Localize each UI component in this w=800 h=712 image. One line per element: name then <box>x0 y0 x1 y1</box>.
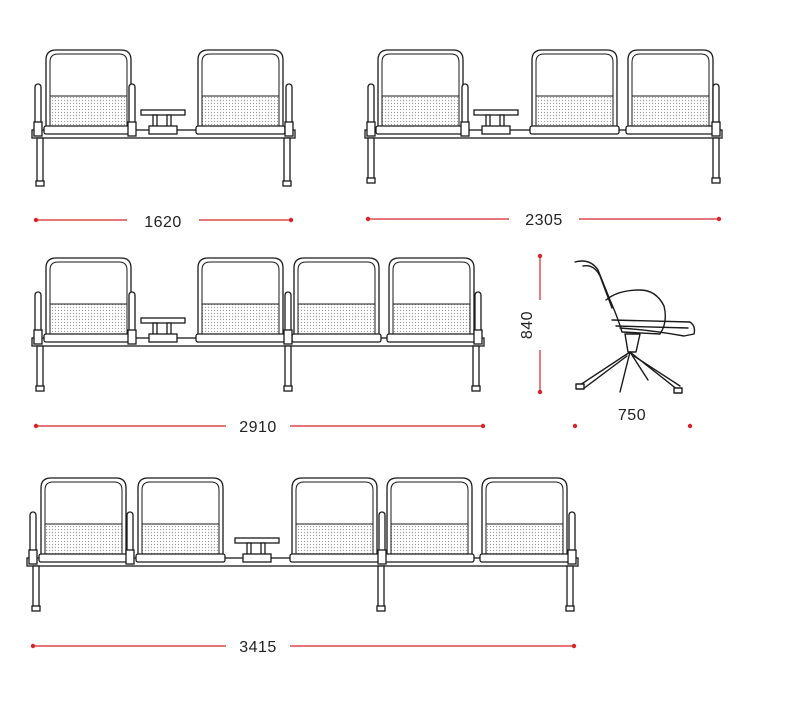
chair-frame <box>574 260 667 335</box>
dimension-line-1620 <box>33 217 294 223</box>
bench-3-seat <box>364 49 723 184</box>
seat <box>291 257 382 347</box>
seat <box>479 477 570 567</box>
seat <box>384 477 475 567</box>
armrest <box>127 291 137 345</box>
armrest <box>366 83 376 137</box>
dimension-840: 840 <box>519 311 536 339</box>
armrest <box>127 83 137 137</box>
bench-4-seat <box>31 257 485 392</box>
chair-base <box>579 351 679 393</box>
dimension-line-2305 <box>365 216 722 222</box>
seat <box>289 477 380 567</box>
dimension-line-750 <box>572 423 693 429</box>
side-table <box>234 537 280 563</box>
armrest <box>33 83 43 137</box>
seat <box>38 477 129 567</box>
dimension-2305: 2305 <box>525 212 563 229</box>
seat <box>386 257 477 347</box>
armrest <box>377 511 387 565</box>
seat <box>43 49 134 139</box>
armrest <box>567 511 577 565</box>
leg <box>376 565 386 612</box>
seat <box>43 257 134 347</box>
leg <box>471 345 481 392</box>
dimension-line-2910 <box>33 423 486 429</box>
side-table <box>140 317 186 343</box>
seat <box>375 49 466 139</box>
seat <box>195 49 286 139</box>
armrest <box>125 511 135 565</box>
seat <box>195 257 286 347</box>
dimension-line-3415 <box>30 643 577 649</box>
armrest <box>33 291 43 345</box>
chair-column <box>624 333 641 353</box>
seat <box>529 49 620 139</box>
leg <box>35 137 45 187</box>
leg <box>366 137 376 184</box>
seat <box>135 477 226 567</box>
dimension-lines <box>30 216 722 649</box>
dimension-750: 750 <box>618 407 646 424</box>
armrest <box>283 291 293 345</box>
side-view-chair <box>574 260 696 394</box>
bench-5-seat <box>26 477 579 612</box>
dimension-3415: 3415 <box>239 639 277 656</box>
armrest <box>28 511 38 565</box>
leg <box>565 565 575 612</box>
leg <box>711 137 721 184</box>
dimension-line-840 <box>537 253 543 395</box>
leg <box>282 137 292 187</box>
bench-2-seat <box>31 49 296 187</box>
dimension-1620: 1620 <box>144 214 182 231</box>
leg <box>31 565 41 612</box>
armrest <box>711 83 721 137</box>
bench-drawings <box>26 49 723 612</box>
armrest <box>284 83 294 137</box>
side-table <box>140 109 186 135</box>
seat <box>625 49 716 139</box>
chair-seat <box>611 319 696 337</box>
side-table <box>473 109 519 135</box>
dimension-2910: 2910 <box>239 419 277 436</box>
armrest <box>460 83 470 137</box>
leg <box>35 345 45 392</box>
armrest <box>473 291 483 345</box>
leg <box>283 345 293 392</box>
